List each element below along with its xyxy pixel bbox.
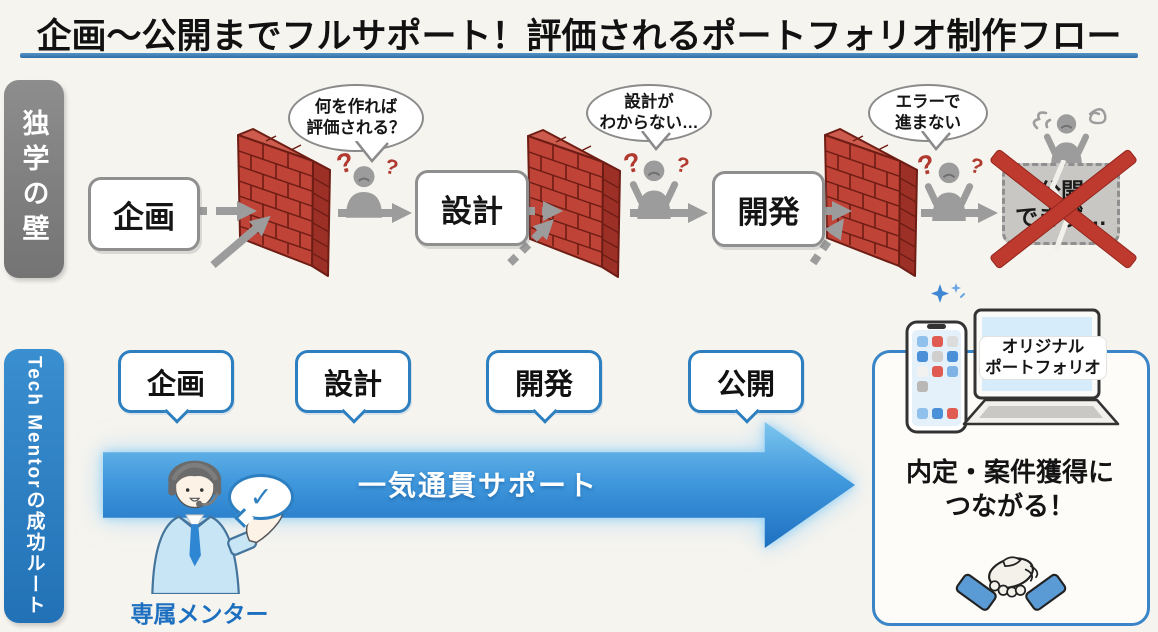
bubble-text: 評価される？ <box>306 119 406 137</box>
bubble-text: 何を作れば <box>314 97 398 116</box>
route-label-design: 設計 <box>295 350 411 424</box>
route-label-text: 公開 <box>716 368 775 401</box>
page-title: 企画～公開までフルサポート！評価されるポートフォリオ制作フロー <box>36 17 1122 56</box>
step-label: 企画 <box>113 199 175 235</box>
bubble-tail <box>355 141 389 163</box>
diagonal-blocked-arrow <box>507 219 554 266</box>
dizzy-swirl-icon <box>1088 108 1107 125</box>
support-arrow-label: 一気通貫サポート <box>357 470 598 501</box>
thought-bubble-design: 設計が わからない… <box>586 84 712 142</box>
mentor-label: 専属メンター <box>130 601 269 627</box>
bubble-text: エラーで <box>895 92 961 111</box>
step-box-planning: 企画 <box>88 177 200 251</box>
step-box-development: 開発 <box>712 171 825 247</box>
bubble-text: 進まない <box>895 114 961 132</box>
bubble-tail <box>641 131 671 151</box>
title-underline <box>20 53 1138 58</box>
brick-wall-icon <box>237 128 331 277</box>
step-label: 開発 <box>737 194 800 230</box>
thought-bubble-development: エラーで 進まない <box>868 84 988 142</box>
route-label-release: 公開 <box>688 350 804 424</box>
diagonal-blocked-arrow <box>809 218 845 266</box>
portfolio-line: オリジナル <box>1001 338 1085 357</box>
diagonal-blocked-arrow <box>210 215 271 269</box>
sidebar-mentor-route-label: Tech Mentorの成功ルート <box>4 349 64 623</box>
handshake-icon <box>955 556 1067 611</box>
anger-puff-icon <box>1032 111 1052 130</box>
route-label-development: 開発 <box>486 350 602 424</box>
bubble-text: 設計が <box>624 92 674 111</box>
result-line: 内定・案件獲得に <box>905 457 1114 487</box>
route-label-text: 設計 <box>323 368 382 401</box>
thought-bubble-planning: 何を作れば 評価される？ <box>288 84 424 152</box>
sparkle-icon <box>931 283 965 303</box>
portfolio-label: オリジナル ポートフォリオ <box>979 336 1107 380</box>
brick-wall-icon <box>527 129 621 278</box>
route-label-planning: 企画 <box>118 350 234 424</box>
route-label-text: 企画 <box>146 368 205 401</box>
result-text: 内定・案件獲得に つながる！ <box>878 456 1142 524</box>
step-box-design: 設計 <box>415 170 529 246</box>
bubble-text: わからない… <box>599 114 699 132</box>
step-label: 設計 <box>441 193 503 229</box>
smartphone-icon <box>905 320 968 434</box>
check-icon: ✓ <box>249 481 273 512</box>
support-arrow <box>103 422 855 548</box>
bubble-tail <box>921 131 951 151</box>
result-line: つながる！ <box>944 490 1075 521</box>
portfolio-line: ポートフォリオ <box>985 359 1101 377</box>
brick-wall-icon <box>824 128 918 277</box>
route-label-text: 開発 <box>514 368 573 401</box>
check-bubble: ✓ <box>228 474 294 528</box>
sidebar-self-study-label: 独学の壁 <box>4 80 64 278</box>
